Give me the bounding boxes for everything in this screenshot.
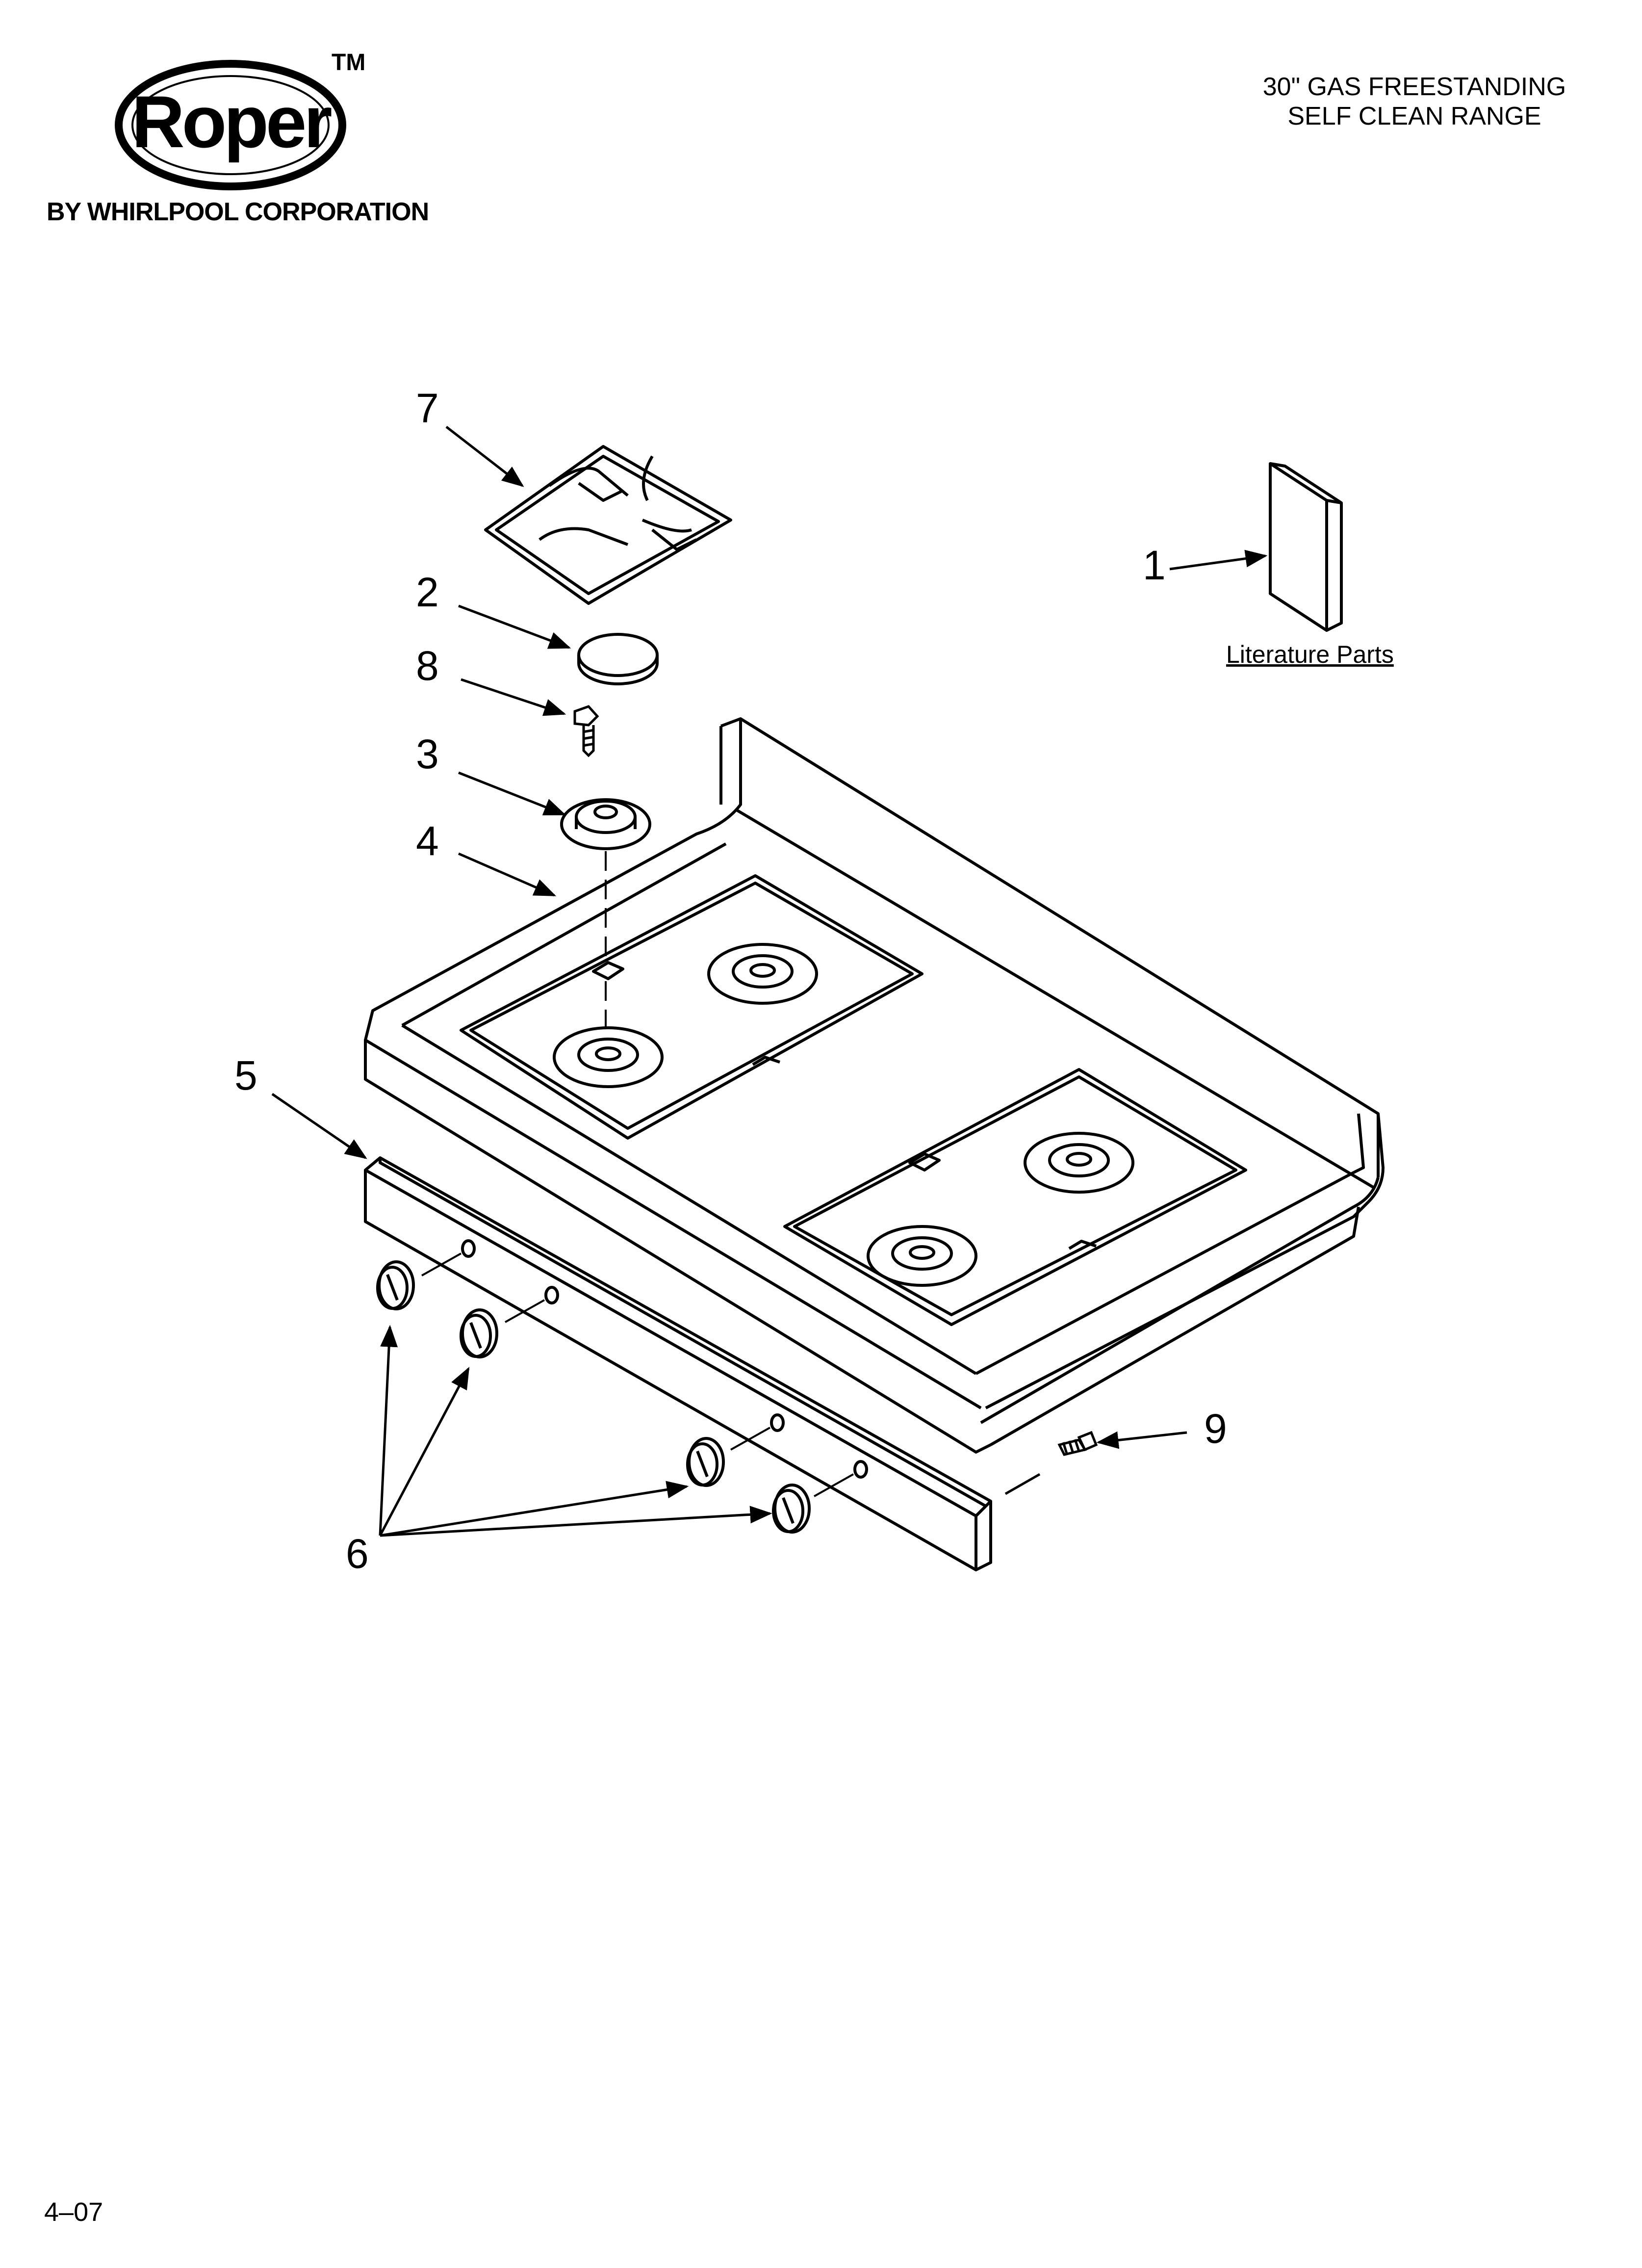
burner-grate bbox=[484, 445, 732, 605]
callout-6: 6 bbox=[346, 1531, 369, 1577]
leader-lines bbox=[271, 426, 1268, 1537]
roper-logo: Roper bbox=[115, 60, 346, 190]
brand-subline: BY WHIRLPOOL CORPORATION bbox=[47, 198, 429, 226]
svg-text:Roper: Roper bbox=[131, 80, 332, 163]
callout-7: 7 bbox=[416, 385, 439, 431]
burner-base bbox=[560, 798, 651, 850]
screw bbox=[573, 705, 599, 757]
literature-parts-label: Literature Parts bbox=[1226, 641, 1394, 668]
trademark-mark: TM bbox=[332, 50, 366, 76]
callout-4: 4 bbox=[416, 818, 439, 864]
control-panel bbox=[364, 1156, 992, 1571]
callout-3: 3 bbox=[416, 731, 439, 777]
literature-book bbox=[1269, 462, 1343, 632]
page-code: 4–07 bbox=[44, 2197, 103, 2227]
panel-screw bbox=[1057, 1431, 1098, 1456]
callout-9: 9 bbox=[1204, 1406, 1227, 1452]
page-title-line2: SELF CLEAN RANGE bbox=[1287, 102, 1541, 130]
cooktop bbox=[364, 717, 1385, 1454]
callout-2: 2 bbox=[416, 569, 439, 615]
callout-8: 8 bbox=[416, 643, 439, 689]
callout-1: 1 bbox=[1143, 542, 1166, 588]
burner-cap bbox=[577, 633, 659, 685]
page-title-line1: 30" GAS FREESTANDING bbox=[1262, 73, 1566, 101]
callout-5: 5 bbox=[234, 1052, 257, 1098]
control-knobs bbox=[376, 1260, 811, 1534]
